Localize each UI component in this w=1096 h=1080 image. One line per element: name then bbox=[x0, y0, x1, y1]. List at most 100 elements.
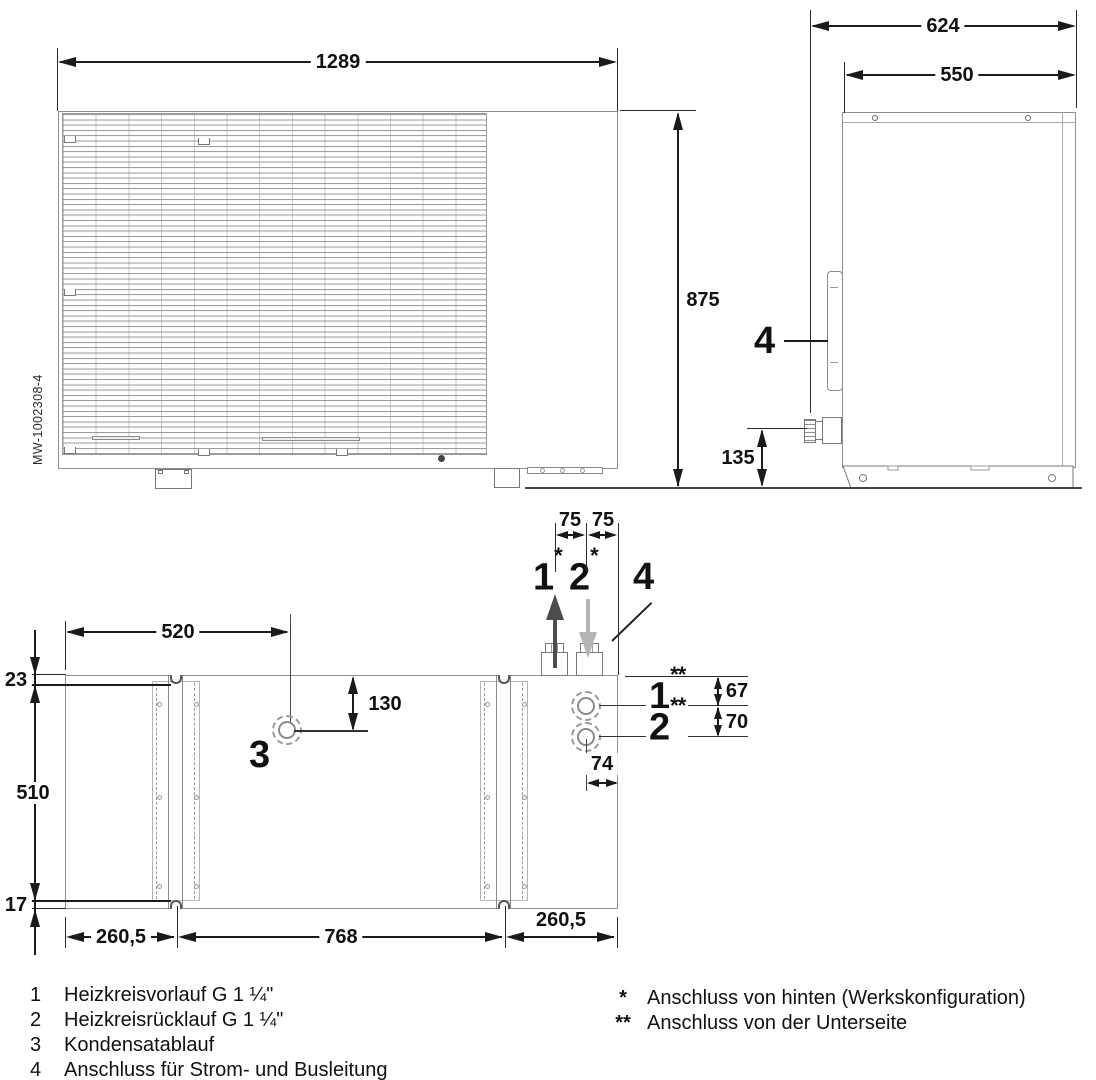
extension-line bbox=[586, 523, 587, 572]
grille-bottom-strip bbox=[92, 436, 140, 440]
callout-star: ** bbox=[670, 662, 686, 687]
flow-up-arrow-icon bbox=[546, 594, 564, 620]
arrowhead bbox=[1058, 70, 1076, 80]
rail-hole bbox=[157, 795, 162, 800]
cable-gland-cap bbox=[804, 419, 816, 443]
rail-hole bbox=[194, 884, 199, 889]
extension-line bbox=[28, 908, 66, 909]
rail-hole bbox=[485, 884, 490, 889]
arrowhead bbox=[1058, 21, 1076, 31]
dim-74-line bbox=[589, 782, 616, 784]
extension-line bbox=[618, 523, 619, 675]
underside-port-1-outer bbox=[571, 691, 601, 721]
callout-star: * bbox=[554, 543, 563, 568]
arrowhead bbox=[597, 932, 615, 942]
dim-260l-label: 260,5 bbox=[90, 926, 152, 948]
ground-line bbox=[525, 487, 803, 489]
side-base-plate bbox=[842, 465, 1074, 489]
dim-67-line bbox=[717, 678, 719, 705]
arrowhead bbox=[588, 531, 600, 539]
front-foot-right bbox=[494, 468, 520, 488]
extension-line bbox=[620, 110, 696, 111]
callout-2-dstar: 2** bbox=[646, 695, 689, 747]
arrowhead bbox=[58, 57, 76, 67]
dim-510-label: 510 bbox=[11, 782, 55, 804]
cable-gland-ring bbox=[815, 421, 823, 440]
grille-clip bbox=[198, 138, 210, 145]
arrowhead bbox=[673, 469, 683, 487]
arrowhead bbox=[485, 932, 503, 942]
rail-fold-line bbox=[156, 683, 157, 899]
rail-channel-line bbox=[510, 675, 511, 909]
legend-note-dstar: ** Anschluss von der Unterseite bbox=[606, 1011, 907, 1035]
callout-3: 3 bbox=[249, 736, 270, 774]
dim-75b-label: 75 bbox=[591, 509, 615, 531]
extension-line bbox=[844, 62, 845, 113]
callout-star: * bbox=[590, 543, 599, 568]
extension-line bbox=[57, 48, 58, 111]
arrowhead bbox=[605, 531, 617, 539]
rail-hole bbox=[485, 702, 490, 707]
underside-port-1-inner bbox=[577, 697, 595, 715]
arrowhead bbox=[845, 70, 863, 80]
arrowhead bbox=[811, 21, 829, 31]
flow-down-arrow-icon bbox=[579, 632, 597, 658]
arrowhead bbox=[599, 57, 617, 67]
extension-line bbox=[617, 48, 618, 111]
flow-arrow-up-shaft bbox=[553, 615, 557, 668]
extension-line bbox=[65, 917, 66, 948]
arrowhead bbox=[66, 932, 84, 942]
legend-item-number: 3 bbox=[30, 1034, 42, 1056]
screw-icon bbox=[1025, 115, 1031, 121]
legend-note-symbol: * bbox=[619, 987, 627, 1009]
mounting-rail-left bbox=[152, 681, 200, 901]
rail-hole bbox=[522, 795, 527, 800]
legend-note-text: Anschluss von der Unterseite bbox=[647, 1012, 908, 1034]
fitting-hole bbox=[580, 468, 585, 473]
dim-23-label: 23 bbox=[0, 669, 33, 691]
callout-1-star: 1* bbox=[533, 545, 563, 599]
grille-clip bbox=[64, 136, 76, 143]
rail-channel-line bbox=[496, 675, 497, 909]
rail-channel-line bbox=[182, 675, 183, 909]
rail-notch-bottom bbox=[498, 900, 510, 909]
rail-hole bbox=[194, 795, 199, 800]
rail-channel-line bbox=[168, 675, 169, 909]
extension-line bbox=[625, 676, 748, 677]
extension-line bbox=[1076, 10, 1077, 108]
grille-clip bbox=[64, 447, 76, 454]
extension-line bbox=[65, 621, 66, 670]
rail-fold-line bbox=[522, 683, 523, 899]
arrowhead bbox=[714, 725, 722, 737]
arrowhead bbox=[506, 932, 524, 942]
dim-75b-line bbox=[590, 534, 615, 536]
side-view-outline bbox=[842, 112, 1076, 468]
front-grille bbox=[62, 113, 487, 455]
legend-item-number: 4 bbox=[30, 1059, 42, 1080]
rail-fold-line bbox=[194, 683, 195, 899]
callout-4-side: 4 bbox=[754, 322, 775, 360]
callout-4-leader bbox=[784, 340, 828, 342]
dim-550-label: 550 bbox=[935, 64, 979, 86]
callout-number: 1 bbox=[533, 556, 555, 599]
legend-note-star: *Anschluss von hinten (Werkskonfiguratio… bbox=[606, 986, 1026, 1010]
cable-gland-body bbox=[822, 417, 842, 444]
notch-leader-line bbox=[30, 684, 171, 686]
rail-notch-top bbox=[170, 675, 182, 684]
legend-note-symbol: ** bbox=[615, 1012, 631, 1034]
arrowhead bbox=[714, 694, 722, 706]
legend-item-number: 1 bbox=[30, 984, 42, 1006]
bottom-fitting-strip bbox=[527, 467, 603, 474]
notch-leader-line bbox=[30, 900, 171, 902]
arrowhead bbox=[271, 627, 289, 637]
legend-item-text: Heizkreisrücklauf G 1 ¼" bbox=[64, 1009, 284, 1031]
dim-520-label: 520 bbox=[156, 621, 200, 643]
arrowhead bbox=[606, 779, 618, 787]
rail-notch-bottom bbox=[170, 900, 182, 909]
arrowhead bbox=[714, 677, 722, 689]
front-foot-left bbox=[155, 469, 192, 489]
